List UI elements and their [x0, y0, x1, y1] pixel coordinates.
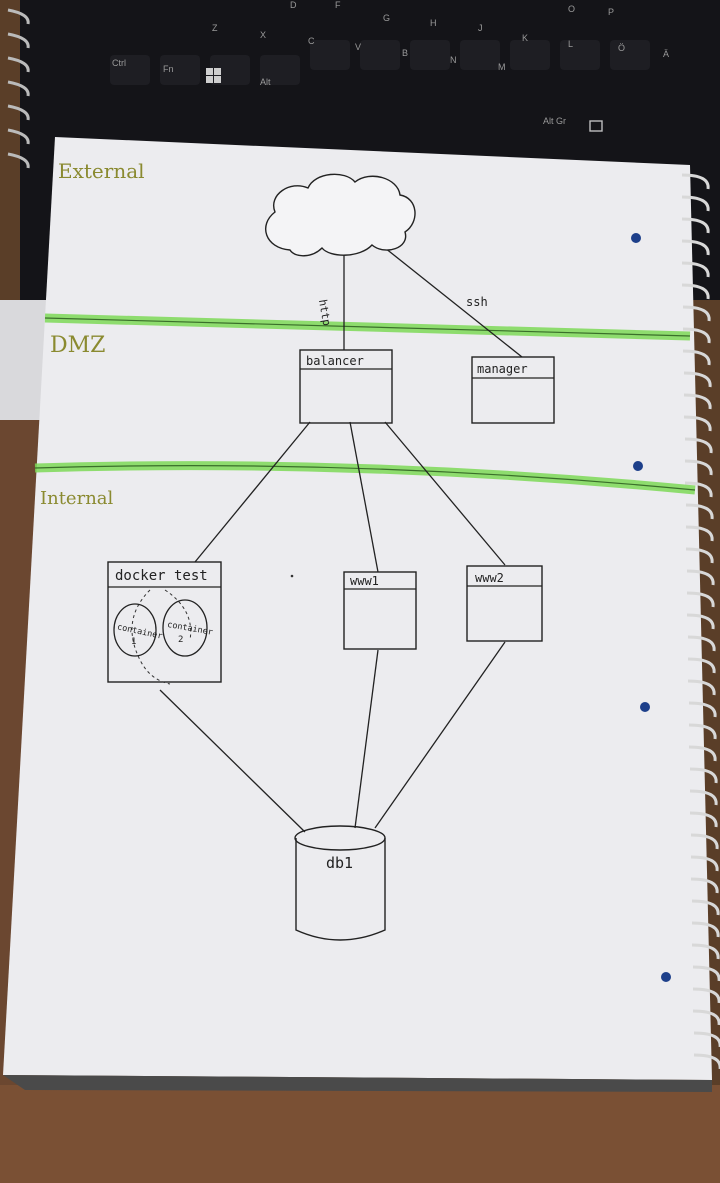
- wood-bottom: [0, 1085, 720, 1183]
- edge-cloud-manager: [374, 239, 523, 358]
- keyboard-keys: D F G H J K Z X C V B N M L Ö Ä P O Ctrl…: [110, 0, 669, 132]
- internal-boundary-ink: [34, 465, 696, 491]
- db1-top: [294, 825, 386, 851]
- key-label-fn: Fn: [163, 64, 174, 74]
- docker-test-label: docker test: [115, 568, 208, 584]
- edge-balancer-docker: [194, 421, 311, 563]
- key-label-p: P: [608, 7, 614, 17]
- key-label-m: M: [498, 62, 506, 72]
- key-label-c: C: [308, 36, 315, 46]
- key-label-d: D: [290, 0, 297, 10]
- key-label-z: Z: [212, 23, 218, 33]
- punch-hole: [640, 702, 650, 712]
- edge-balancer-www1: [349, 421, 379, 573]
- key-label-ctrl: Ctrl: [112, 58, 126, 68]
- edge-www2-db: [374, 641, 506, 829]
- dmz-boundary-ink: [44, 317, 691, 337]
- key-label-n: N: [450, 55, 457, 65]
- spiral-left: [7, 8, 30, 169]
- www1-label: www1: [350, 574, 379, 588]
- ink-dot: [290, 574, 294, 578]
- key-label-g: G: [383, 13, 390, 23]
- key-label-a-umlaut: Ä: [663, 49, 669, 59]
- key-label-f: F: [335, 0, 341, 10]
- db1-node: db1: [294, 825, 386, 941]
- punch-hole: [633, 461, 643, 471]
- spiral-right: [681, 173, 720, 1069]
- db1-label: db1: [326, 854, 353, 872]
- key-label-altgr: Alt Gr: [543, 116, 566, 126]
- paper-sheet: [3, 137, 712, 1080]
- container-2-number: 2: [178, 635, 183, 645]
- internet-cloud-icon: [265, 173, 416, 257]
- www2-node: www2: [466, 565, 543, 642]
- key-label-x: X: [260, 30, 266, 40]
- balancer-label: balancer: [306, 354, 364, 368]
- container-group-outline: [131, 589, 192, 685]
- edge-balancer-www2: [384, 421, 506, 566]
- edge-docker-db: [159, 689, 306, 833]
- container-1: [113, 603, 157, 657]
- key-label-b: B: [402, 48, 408, 58]
- notebook-edge: [3, 1075, 712, 1092]
- container-1-number: 1: [131, 637, 136, 647]
- www1-node: www1: [343, 571, 417, 650]
- key-label-h: H: [430, 18, 437, 28]
- key-label-v: V: [355, 42, 361, 52]
- windows-key-icon: [206, 68, 221, 83]
- manager-node: manager: [471, 356, 555, 424]
- zone-label-internal: Internal: [40, 488, 114, 509]
- menu-key-icon: [589, 120, 603, 132]
- key-label-j: J: [478, 23, 483, 33]
- container-2: [162, 599, 208, 657]
- www2-label: www2: [475, 571, 504, 585]
- db1-body: [295, 838, 386, 941]
- key-label-o-umlaut: Ö: [618, 43, 625, 53]
- key-label-k: K: [522, 33, 528, 43]
- key-label-l: L: [568, 39, 573, 49]
- balancer-node: balancer: [299, 349, 393, 424]
- zone-label-external: External: [58, 159, 145, 183]
- link-label-http: http: [316, 298, 333, 326]
- manager-label: manager: [477, 362, 528, 376]
- edge-www1-db: [354, 649, 379, 829]
- zone-label-dmz: DMZ: [50, 333, 105, 358]
- punch-hole: [631, 233, 641, 243]
- key-label-alt: Alt: [260, 77, 271, 87]
- connections: [159, 239, 523, 833]
- link-label-ssh: ssh: [466, 295, 488, 309]
- key-label-o: O: [568, 4, 575, 14]
- punch-hole: [661, 972, 671, 982]
